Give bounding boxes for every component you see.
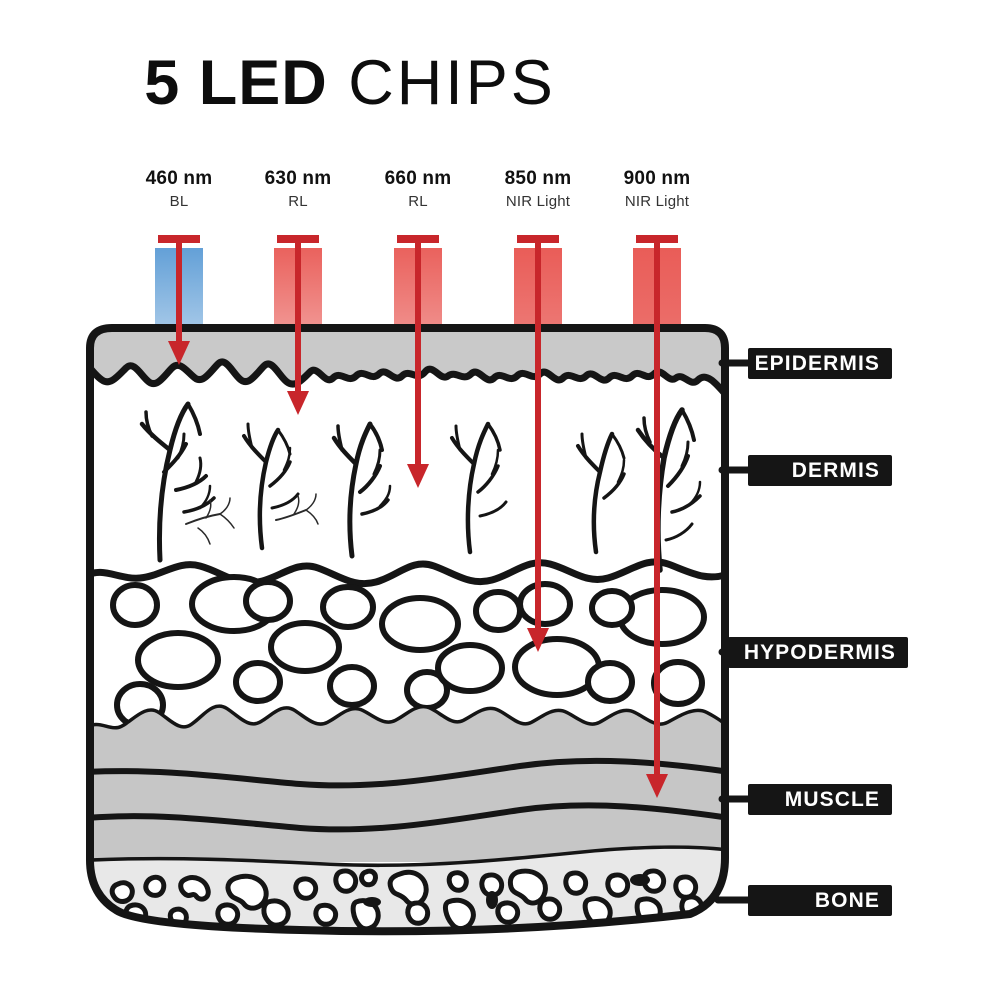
layer-tag-label: DERMIS [791, 458, 880, 482]
layer-tag-muscle: MUSCLE [748, 784, 892, 815]
led-type: BL [169, 193, 189, 211]
led-label-850nm: 850 nm NIR Light [478, 168, 598, 211]
led-label-630nm: 630 nm RL [238, 168, 358, 211]
arrow-900nm [636, 235, 678, 798]
led-wavelength: 660 nm [384, 168, 452, 189]
dermis-hypodermis-boundary [90, 558, 725, 588]
bone-layer [90, 848, 725, 932]
epidermis-boundary [90, 358, 725, 400]
layer-tag-dermis: DERMIS [748, 455, 892, 486]
led-wavelength: 630 nm [264, 168, 332, 189]
layer-tag-label: HYPODERMIS [743, 640, 896, 664]
arrow-460nm [158, 235, 200, 365]
layer-tag-epidermis: EPIDERMIS [748, 348, 892, 379]
arrow-660nm [397, 235, 439, 488]
led-wavelength: 900 nm [623, 168, 691, 189]
led-label-900nm: 900 nm NIR Light [597, 168, 717, 211]
layer-tag-bone: BONE [748, 885, 892, 916]
led-type: RL [288, 193, 308, 211]
led-label-460nm: 460 nm BL [119, 168, 239, 211]
layer-tag-label: MUSCLE [784, 787, 880, 811]
led-type: NIR Light [624, 193, 690, 211]
hypodermis-fat-cells [110, 574, 707, 729]
layer-tag-hypodermis: HYPODERMIS [728, 637, 908, 668]
arrow-850nm [517, 235, 559, 652]
skin-block-border [86, 324, 729, 936]
led-label-660nm: 660 nm RL [358, 168, 478, 211]
layer-tag-label: BONE [814, 888, 880, 912]
title-strong: 5 LED [144, 48, 328, 118]
muscle-layer [90, 708, 725, 862]
led-type: NIR Light [505, 193, 571, 211]
arrow-630nm [277, 235, 319, 415]
led-wavelength: 850 nm [504, 168, 572, 189]
layer-tag-label: EPIDERMIS [754, 351, 880, 375]
page-title: 5 LED CHIPS [0, 52, 700, 115]
skin-block [86, 324, 729, 936]
penetration-arrows-group [158, 235, 678, 798]
led-wavelength: 460 nm [145, 168, 213, 189]
title-light: CHIPS [327, 48, 556, 118]
led-type: RL [408, 193, 428, 211]
